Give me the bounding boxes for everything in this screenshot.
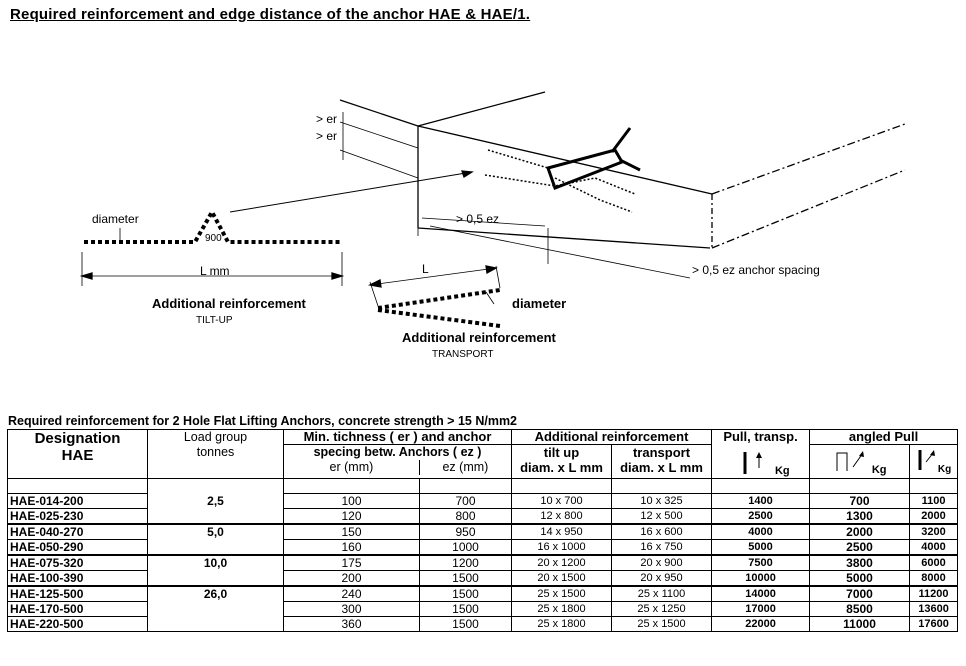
reinforcement-table: Designation HAE Load group tonnes Min. t… [7,429,959,632]
diameter-label-left: diameter [92,212,139,226]
vertical-pull-icon [743,452,763,474]
angled-pull-icon-2 [918,450,935,470]
anchor-reinforcement-drawing [79,91,906,328]
caption-tiltup: Additional reinforcement [152,296,306,311]
header-load-group: Load group tonnes [147,429,284,479]
header-angled-pull-2: Kg [909,444,959,479]
header-angled-pull-1: Kg [809,444,911,479]
length-label-left: L mm [200,264,230,278]
angled-pull-icon-1 [836,450,864,471]
header-min-thickness: Min. tichness ( er ) and anchor [283,429,512,445]
header-designation: Designation HAE [7,429,148,479]
ez-anchor-spacing-label: > 0,5 ez anchor spacing [692,263,820,277]
diameter-label-right: diameter [512,296,567,311]
caption-transport: Additional reinforcement [402,330,556,345]
angle-label: 900 [205,233,222,244]
er-label-2: > er [316,129,338,143]
header-additional: Additional reinforcement [510,429,713,445]
header-min-thickness-sub: specing betw. Anchors ( ez ) er (mm) ez … [283,444,512,479]
load-group-4: 26,0 [147,585,284,632]
header-tilt-up: tilt up diam. x L mm [511,444,612,479]
header-angled-pull: angled Pull [809,429,959,445]
table-caption: Required reinforcement for 2 Hole Flat L… [8,414,518,428]
er-label-1: > er [316,112,338,126]
header-pull: Pull, transp. Kg [711,429,811,479]
header-transport: transport diam. x L mm [610,444,713,479]
length-label-transport: L [422,262,429,276]
spacer-cell [7,478,148,494]
caption-transport-sub: TRANSPORT [432,349,494,360]
load-group-3: 10,0 [147,554,284,587]
ez-half-label: > 0,5 ez [456,212,500,226]
caption-tiltup-sub: TILT-UP [196,315,233,326]
load-group-2: 5,0 [147,523,284,556]
page-title: Required reinforcement and edge distance… [10,6,531,23]
load-group-1: 2,5 [147,478,284,525]
